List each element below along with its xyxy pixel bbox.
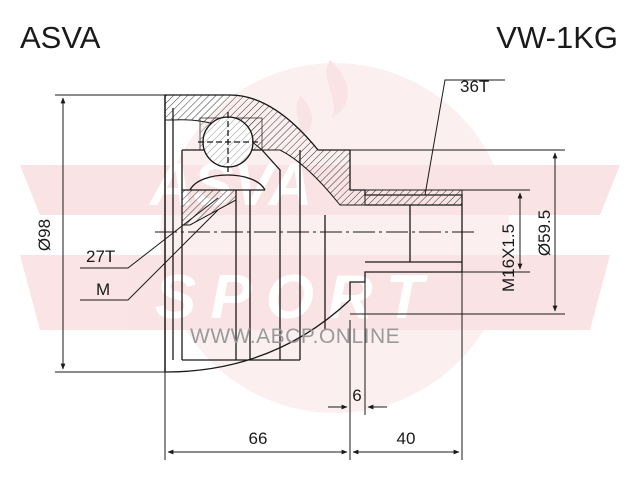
shoulder-label: 6	[352, 386, 361, 405]
ball	[198, 112, 258, 172]
svg-text:SPORT: SPORT	[155, 263, 437, 332]
dimension-lines	[55, 79, 565, 460]
seal-diameter-label: Ø59.5	[535, 210, 554, 256]
part-number: VW-1KG	[496, 20, 618, 55]
shaft-length-label: 40	[397, 429, 416, 448]
watermark-url: WWW.ABCP.ONLINE	[190, 325, 400, 348]
outer-spline-label: 36T	[460, 77, 489, 96]
brand-title: ASVA	[20, 20, 101, 55]
asva-sport-logo-watermark: ASVA SPORT	[20, 60, 620, 413]
inner-mark-label: M	[96, 280, 110, 299]
thread-label: M16X1.5	[499, 224, 518, 292]
inner-spline-label: 27T	[86, 247, 115, 266]
body-length-label: 66	[249, 429, 268, 448]
outer-diameter-label: Ø98	[35, 219, 54, 251]
